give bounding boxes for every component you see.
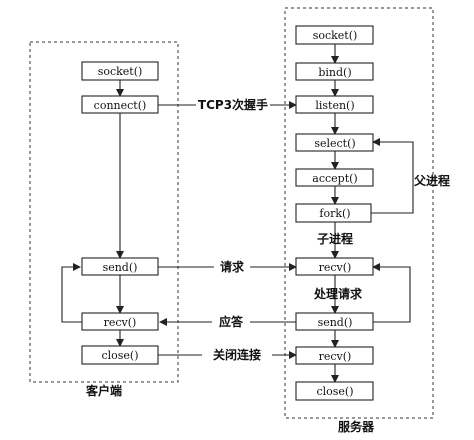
client-node-send: send() [81,257,159,276]
edge-label-close-conn: 关闭连接 [213,347,261,362]
client-group-border [29,41,179,383]
client-node-recv: recv() [81,312,159,331]
server-caption: 服务器 [338,419,375,434]
node-label: recv() [319,350,352,363]
node-label: recv() [319,261,352,274]
server-node-bind: bind() [295,62,374,81]
edge-label-request: 请求 [220,259,245,274]
node-label: socket() [98,65,143,78]
node-label: send() [103,261,138,274]
edge-client-loop [61,263,82,323]
edge-label-handshake: TCP3次握手 [198,97,268,112]
server-node-recv-2: recv() [295,346,374,365]
server-node-fork: fork() [295,203,372,223]
node-label: connect() [94,99,147,112]
edge-label-parent: 父进程 [413,173,450,188]
node-label: bind() [318,66,351,79]
edge-server-loop [372,263,411,323]
server-node-accept: accept() [295,168,374,187]
edge-parent-loop [371,138,414,214]
node-label: send() [318,316,353,329]
node-label: close() [316,385,353,398]
client-node-connect: connect() [81,95,159,114]
node-label: close() [101,349,138,362]
server-node-select: select() [295,133,374,152]
edge-label-response: 应答 [219,314,244,329]
node-label: fork() [319,207,350,220]
client-node-socket: socket() [81,61,159,81]
client-node-close: close() [81,345,159,365]
edge-label-child: 子进程 [317,231,353,246]
server-group-border [284,7,434,419]
server-node-listen: listen() [295,95,374,114]
client-caption: 客户端 [85,383,122,398]
node-label: recv() [104,316,137,329]
node-label: socket() [313,29,358,42]
node-label: listen() [315,99,354,112]
server-node-send: send() [295,312,374,331]
edge-label-handle: 处理请求 [313,286,363,301]
server-node-close: close() [295,381,374,401]
server-node-socket: socket() [295,25,374,45]
server-node-recv-1: recv() [295,257,374,276]
node-label: accept() [312,172,357,185]
node-label: select() [314,137,355,150]
